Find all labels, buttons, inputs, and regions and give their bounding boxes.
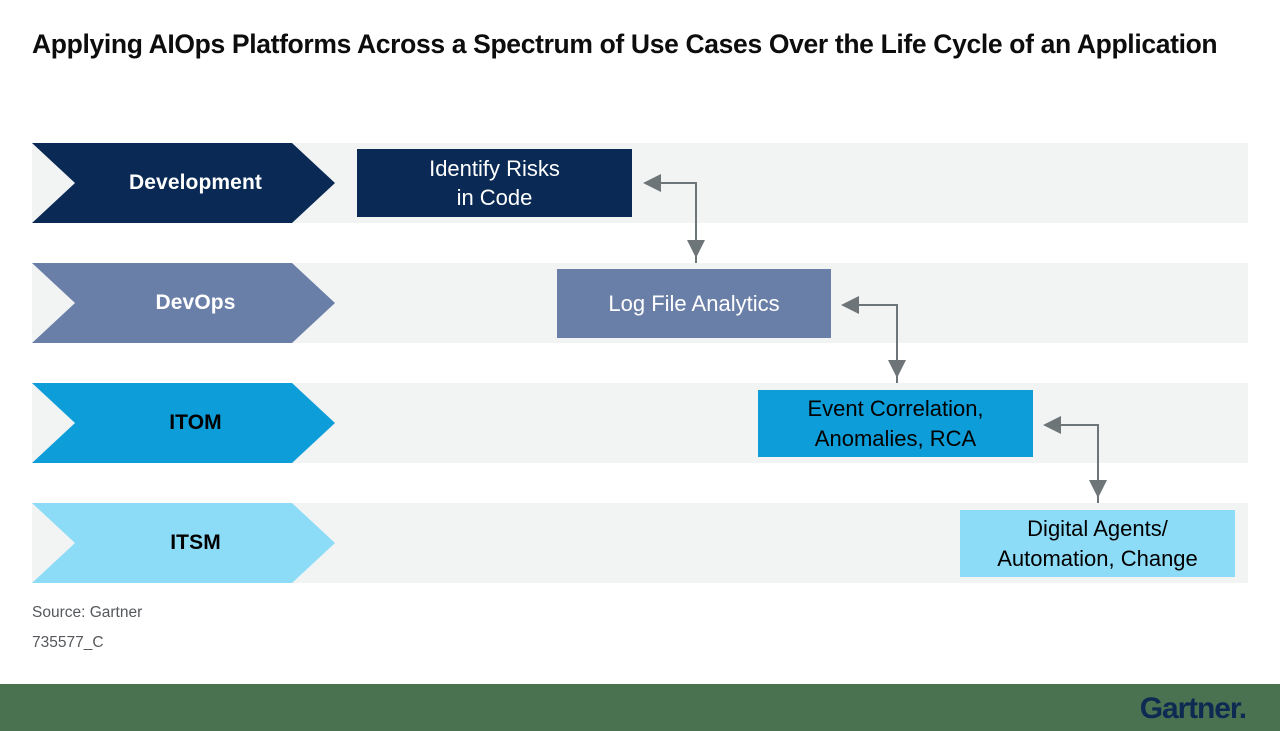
- source-attribution: Source: Gartner: [32, 604, 143, 621]
- page-title: Applying AIOps Platforms Across a Spectr…: [32, 29, 1218, 59]
- usecase-identify-risks-line1: Identify Risks: [429, 155, 560, 181]
- footer-bar: [0, 684, 1280, 731]
- lane-label-development: Development: [129, 171, 262, 194]
- lane-label-devops: DevOps: [155, 291, 236, 314]
- lane-label-itsm: ITSM: [170, 531, 221, 554]
- lane-chevron-devops[interactable]: DevOps: [32, 263, 335, 343]
- usecase-box-digital-agents[interactable]: Digital Agents/ Automation, Change: [960, 510, 1235, 577]
- gartner-logo: Gartner.: [1139, 692, 1247, 725]
- lane-label-itom: ITOM: [169, 411, 222, 434]
- usecase-event-correlation-line2: Anomalies, RCA: [814, 425, 977, 451]
- usecase-log-file-analytics-line1: Log File Analytics: [608, 290, 780, 316]
- usecase-event-correlation-line1: Event Correlation,: [807, 396, 984, 422]
- document-id: 735577_C: [32, 634, 104, 651]
- usecase-box-event-correlation[interactable]: Event Correlation, Anomalies, RCA: [758, 390, 1033, 457]
- usecase-identify-risks-line2: in Code: [456, 185, 533, 210]
- lane-chevron-itsm[interactable]: ITSM: [32, 503, 335, 583]
- usecase-box-identify-risks[interactable]: Identify Risks in Code: [357, 149, 632, 217]
- usecase-box-log-file-analytics[interactable]: Log File Analytics: [557, 269, 831, 338]
- lane-chevron-itom[interactable]: ITOM: [32, 383, 335, 463]
- usecase-digital-agents-line1: Digital Agents/: [1027, 516, 1168, 542]
- lane-chevron-development[interactable]: Development: [32, 143, 335, 223]
- usecase-digital-agents-line2: Automation, Change: [997, 545, 1198, 571]
